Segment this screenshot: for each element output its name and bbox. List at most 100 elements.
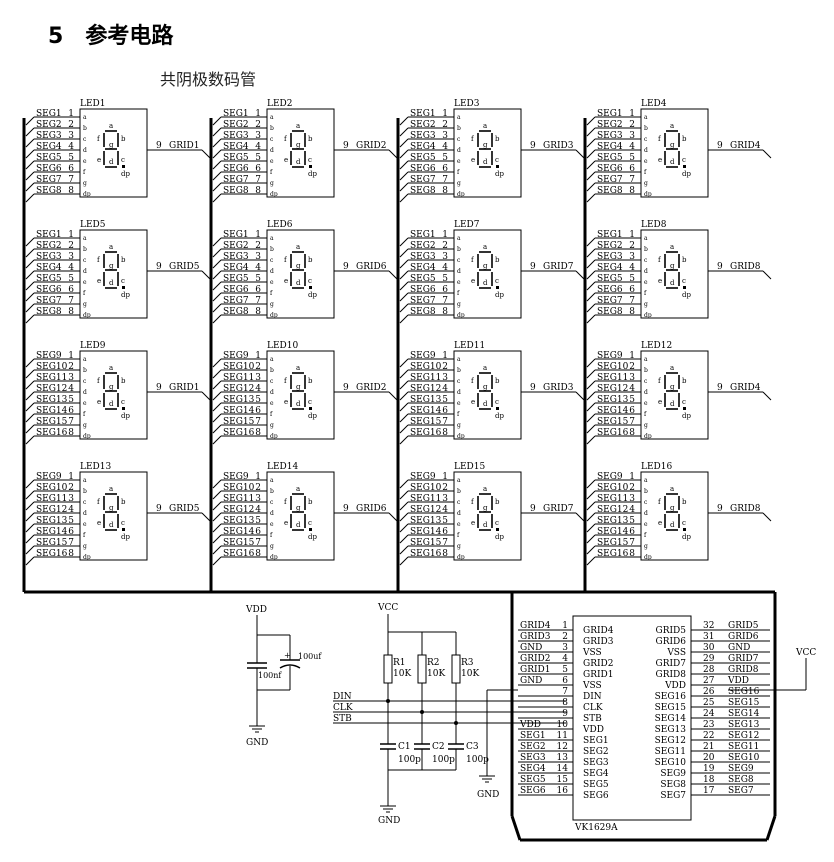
ic-left-net: SEG4 [520, 764, 546, 774]
seg-net-label: SEG16 [223, 428, 255, 438]
led-body [640, 471, 709, 561]
gnd-label: GND [477, 790, 499, 800]
seg-pin-number: 3 [629, 131, 635, 141]
bus-entry [212, 402, 222, 412]
digit-label-a: a [109, 485, 113, 493]
ic-pin-number: 7 [562, 687, 568, 697]
decimal-point [309, 528, 312, 531]
bus-entry [25, 270, 35, 280]
seg-pin-number: 1 [629, 472, 635, 482]
digit-label-g: g [670, 141, 675, 149]
seg-pin-number: 6 [68, 527, 74, 537]
seg-pin-letter: d [457, 268, 461, 275]
seg-pin-letter: d [644, 268, 648, 275]
seg-pin-number: 4 [442, 384, 448, 394]
bus-entry [586, 248, 596, 258]
bus-entry [586, 116, 596, 126]
ic-left-net: GRID3 [520, 632, 551, 642]
led-name: LED2 [267, 99, 293, 109]
seg-pin-number: 4 [68, 505, 74, 515]
grid-net-label: GRID3 [543, 383, 574, 393]
bus-entry [762, 512, 772, 522]
seg-pin-letter: dp [644, 312, 652, 319]
ic-left-net: SEG3 [520, 753, 546, 763]
seg-pin-number: 5 [629, 153, 635, 163]
ic-pin-label: STB [583, 714, 602, 724]
seg-pin-number: 3 [442, 131, 448, 141]
seg-pin-letter: f [270, 169, 273, 176]
seg-net-label: SEG1 [36, 109, 62, 119]
seg-pin-letter: b [83, 246, 87, 253]
seg-net-label: SEG14 [36, 527, 68, 537]
bus-entry [212, 138, 222, 148]
digit-label-b: b [308, 135, 313, 143]
ic-pin-number: 3 [562, 643, 568, 653]
bus-entry [399, 138, 409, 148]
seg-pin-number: 4 [629, 263, 635, 273]
seg-pin-number: 7 [442, 175, 448, 185]
seg-pin-letter: b [270, 246, 274, 253]
digit-label-b: b [308, 377, 313, 385]
seg-net-label: SEG4 [223, 142, 249, 152]
bus-entry [586, 369, 596, 379]
ic-right-net: SEG8 [728, 775, 754, 785]
seg-net-label: SEG1 [597, 109, 623, 119]
digit-label-c: c [495, 277, 499, 285]
ic-pin-number: 30 [703, 643, 715, 653]
bus-entry [399, 358, 409, 368]
seg-net-label: SEG16 [597, 549, 629, 559]
digit-label-dp: dp [682, 533, 691, 541]
digit-label-f: f [97, 498, 101, 506]
seg-pin-letter: a [270, 235, 274, 242]
ic-pin-number: 25 [703, 698, 715, 708]
led-body [79, 471, 148, 561]
grid-pin-number: 9 [156, 262, 162, 272]
decimal-point [496, 165, 499, 168]
ic-pin-label: SEG2 [583, 747, 609, 757]
ic-pin-label: GRID4 [583, 626, 614, 636]
digit-label-b: b [682, 256, 687, 264]
seg-pin-number: 6 [629, 164, 635, 174]
ic-pin-number: 15 [557, 775, 569, 785]
seg-pin-number: 1 [255, 230, 261, 240]
seg-net-label: SEG6 [223, 285, 249, 295]
seg-pin-number: 8 [68, 549, 74, 559]
seg-net-label: SEG5 [410, 274, 436, 284]
seg-pin-number: 6 [255, 164, 261, 174]
ic-left-net: GRID1 [520, 665, 550, 675]
seg-pin-number: 4 [629, 505, 635, 515]
cap-name: C1 [398, 742, 411, 752]
seg-pin-number: 4 [442, 142, 448, 152]
seg-net-label: SEG8 [223, 186, 249, 196]
bus-entry [25, 127, 35, 137]
seg-pin-letter: f [270, 532, 273, 539]
digit-label-c: c [682, 519, 686, 527]
seg-pin-number: 7 [68, 417, 74, 427]
seg-net-label: SEG2 [410, 120, 436, 130]
digit-label-e: e [97, 519, 101, 527]
bus-entry [586, 512, 596, 522]
digit-label-dp: dp [682, 291, 691, 299]
seg-net-label: SEG16 [410, 428, 442, 438]
digit-label-c: c [682, 398, 686, 406]
seg-pin-letter: f [457, 411, 460, 418]
digit-label-a: a [296, 485, 300, 493]
seg-net-label: SEG10 [223, 483, 255, 493]
vdd-label: VDD [245, 605, 267, 615]
led-name: LED13 [80, 462, 111, 472]
seg-pin-letter: c [644, 378, 648, 385]
decimal-point [122, 528, 125, 531]
bus-lines [22, 118, 777, 816]
resistor-name: R1 [393, 658, 406, 668]
seg-pin-number: 7 [255, 417, 261, 427]
bus-entry [25, 171, 35, 181]
seg-net-label: SEG5 [410, 153, 436, 163]
digit-label-g: g [483, 262, 488, 270]
seg-net-label: SEG5 [223, 274, 249, 284]
led-name: LED7 [454, 220, 480, 230]
bus-entry [586, 149, 596, 159]
ic-pin-label: SEG13 [655, 725, 687, 735]
ic-pin-label: VSS [666, 648, 686, 658]
